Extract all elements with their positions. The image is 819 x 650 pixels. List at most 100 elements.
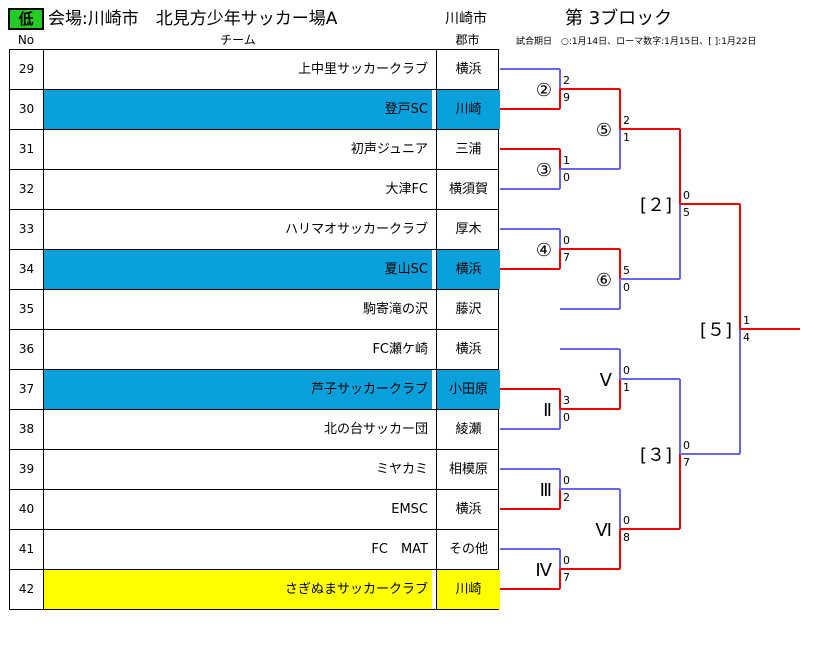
team-name: 大津FC: [385, 182, 428, 197]
team-name: FC瀬ケ崎: [372, 342, 428, 357]
match-label: [３]: [640, 445, 672, 466]
team-name: 夏山SC: [44, 250, 432, 289]
team-name: 初声ジュニア: [350, 142, 428, 157]
team-region: 川崎: [436, 570, 500, 609]
team-region: 厚木: [436, 210, 500, 249]
match-score-top: 2: [563, 74, 570, 87]
match-label: Ⅴ: [600, 370, 613, 391]
match-label: [５]: [700, 320, 732, 341]
match-score-bottom: 7: [683, 456, 690, 469]
match-score-top: 0: [623, 514, 630, 527]
match-score-top: 0: [563, 554, 570, 567]
team-number: 36: [10, 330, 44, 369]
column-header-team: チーム: [220, 33, 256, 47]
team-name: FC MAT: [371, 542, 428, 557]
team-region: 綾瀬: [436, 410, 500, 449]
team-region: 小田原: [436, 370, 500, 409]
match-score-bottom: 0: [563, 411, 570, 424]
team-number: 30: [10, 90, 44, 129]
level-badge: 低: [8, 8, 44, 30]
team-region: 横浜: [436, 490, 500, 529]
team-number: 29: [10, 50, 44, 89]
team-name: 駒寄滝の沢: [362, 302, 428, 317]
match-label: Ⅲ: [540, 480, 552, 501]
team-name: EMSC: [391, 502, 428, 517]
team-number: 41: [10, 530, 44, 569]
match-label: [２]: [640, 195, 672, 216]
team-name: ミヤカミ: [375, 462, 428, 477]
team-number: 34: [10, 250, 44, 289]
match-score-top: 3: [563, 394, 570, 407]
table-row: 38 北の台サッカー団綾瀬: [9, 410, 499, 450]
team-name: さぎぬまサッカークラブ: [44, 570, 432, 609]
team-region: 相模原: [436, 450, 500, 489]
match-score-bottom: 9: [563, 91, 570, 104]
table-row: 35 駒寄滝の沢藤沢: [9, 290, 499, 330]
match-score-top: 0: [563, 474, 570, 487]
team-name: 登戸SC: [44, 90, 432, 129]
team-region: 川崎: [436, 90, 500, 129]
match-score-bottom: 1: [623, 131, 630, 144]
table-row: 31 初声ジュニア三浦: [9, 130, 499, 170]
table-row: 29 上中里サッカークラブ横浜: [9, 50, 499, 90]
team-number: 35: [10, 290, 44, 329]
match-score-bottom: 0: [563, 171, 570, 184]
table-row: 41 FC MAT その他: [9, 530, 499, 570]
team-region: 横浜: [436, 330, 500, 369]
match-score-top: 1: [563, 154, 570, 167]
match-score-bottom: 2: [563, 491, 570, 504]
team-name: 上中里サッカークラブ: [297, 62, 428, 77]
team-name: 芦子サッカークラブ: [44, 370, 432, 409]
match-score-bottom: 7: [563, 571, 570, 584]
team-number: 33: [10, 210, 44, 249]
match-score-top: 0: [563, 234, 570, 247]
match-score-bottom: 8: [623, 531, 630, 544]
match-label: ④: [536, 240, 552, 261]
team-region: 藤沢: [436, 290, 500, 329]
match-label: Ⅵ: [595, 520, 612, 541]
match-score-bottom: 4: [743, 331, 750, 344]
team-region: 横浜: [436, 250, 500, 289]
match-score-top: 1: [743, 314, 750, 327]
schedule-note: 試合期日 ○:1月14日、ローマ数字:1月15日、[ ]:1月22日: [516, 37, 757, 47]
match-label: ⑥: [596, 270, 612, 291]
venue-city: 川崎市: [445, 11, 487, 27]
team-number: 40: [10, 490, 44, 529]
table-row: 33 ハリマオサッカークラブ厚木: [9, 210, 499, 250]
match-score-top: 5: [623, 264, 630, 277]
match-score-bottom: 0: [623, 281, 630, 294]
team-region: 三浦: [436, 130, 500, 169]
team-name: ハリマオサッカークラブ: [284, 222, 428, 237]
match-label: ⑤: [596, 120, 612, 141]
match-score-top: 0: [683, 439, 690, 452]
column-header-no: No: [17, 33, 35, 47]
team-name: 北の台サッカー団: [323, 422, 428, 437]
team-region: 横須賀: [436, 170, 500, 209]
match-label: ③: [536, 160, 552, 181]
team-number: 38: [10, 410, 44, 449]
team-region: その他: [436, 530, 500, 569]
block-title: 第 3ブロック: [565, 8, 673, 29]
match-score-top: 0: [683, 189, 690, 202]
match-label: Ⅱ: [543, 400, 552, 421]
team-number: 42: [10, 570, 44, 609]
match-score-bottom: 1: [623, 381, 630, 394]
table-row: 36 FC瀬ケ崎横浜: [9, 330, 499, 370]
column-header-pref: 郡市: [455, 33, 480, 47]
team-number: 31: [10, 130, 44, 169]
venue-title: 会場:川崎市 北見方少年サッカー場A: [48, 9, 338, 29]
table-row: 40 EMSC 横浜: [9, 490, 499, 530]
team-number: 37: [10, 370, 44, 409]
match-label: ②: [536, 80, 552, 101]
match-score-bottom: 5: [683, 206, 690, 219]
team-region: 横浜: [436, 50, 500, 89]
match-label: Ⅳ: [535, 560, 552, 581]
